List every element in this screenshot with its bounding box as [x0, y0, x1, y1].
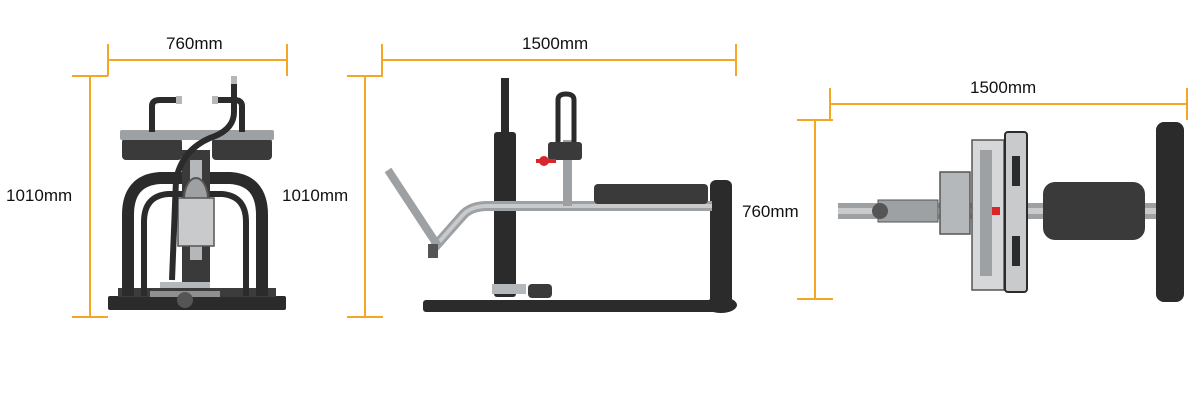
front-width-label: 760mm: [166, 34, 223, 53]
side-width-dimension-line: [381, 44, 737, 76]
top-view-machine: [838, 122, 1184, 302]
side-width-label: 1500mm: [522, 34, 589, 53]
front-width-dimension-line: [107, 44, 288, 76]
front-height-label: 1010mm: [6, 186, 73, 205]
front-view-machine: [108, 76, 286, 310]
top-width-label: 1500mm: [970, 78, 1037, 97]
front-height-dimension-line: [72, 75, 108, 318]
side-view-machine: [384, 78, 737, 313]
top-width-dimension-line: [829, 88, 1188, 120]
dimension-lines: [72, 44, 1188, 318]
top-depth-label: 760mm: [742, 202, 799, 221]
side-height-label: 1010mm: [282, 186, 349, 205]
top-depth-dimension-line: [797, 119, 833, 300]
side-height-dimension-line: [347, 75, 383, 318]
